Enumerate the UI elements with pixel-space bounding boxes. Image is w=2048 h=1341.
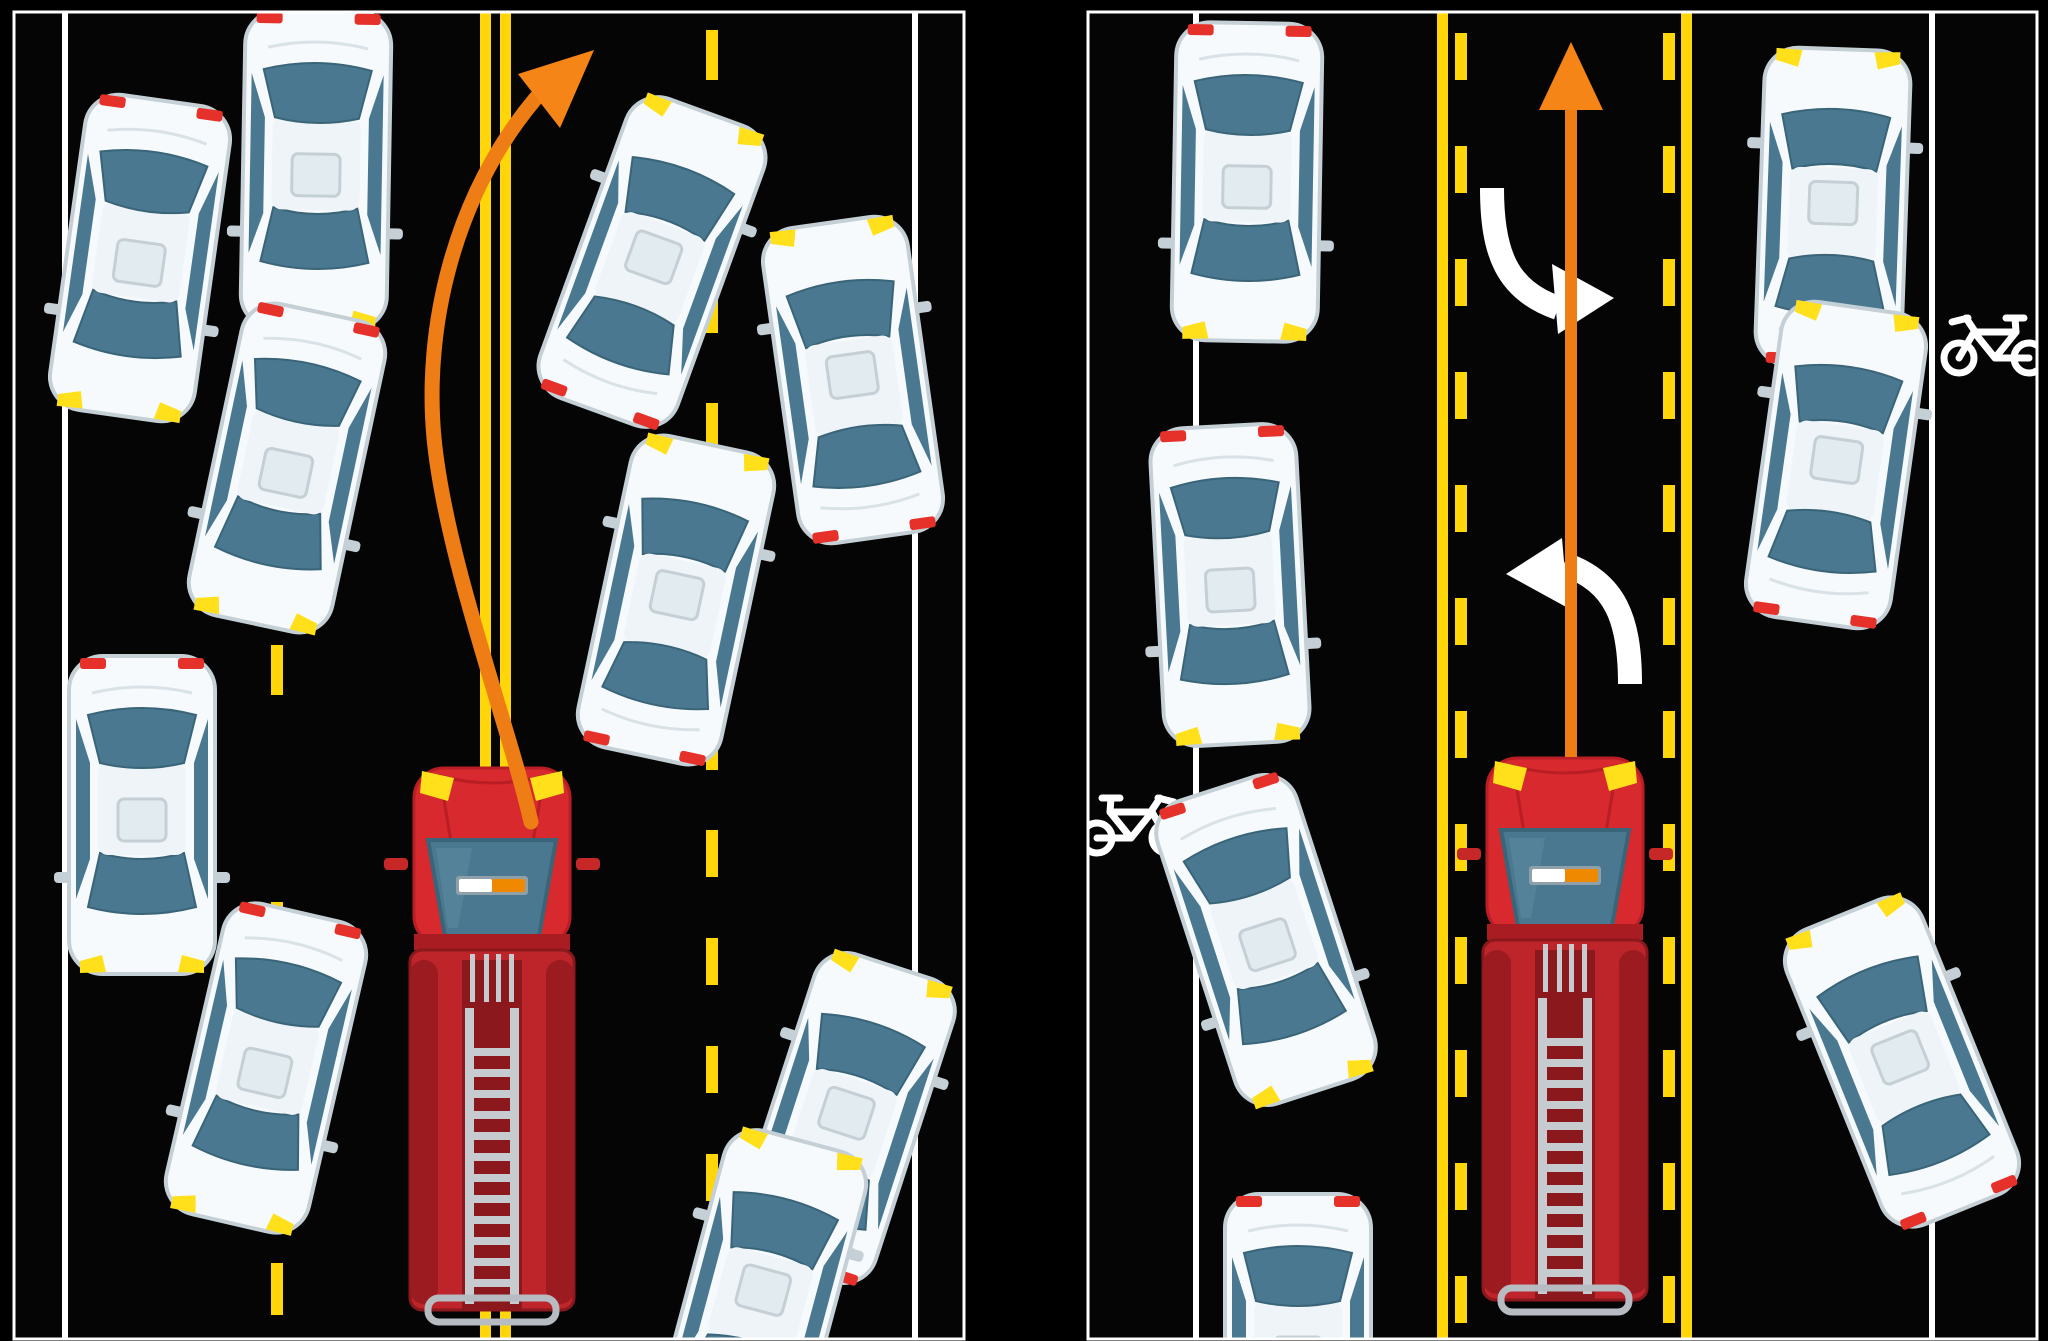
arrow-head xyxy=(1539,42,1603,110)
yellow-dash xyxy=(1455,711,1467,758)
car-icon xyxy=(52,654,232,976)
yellow-dash xyxy=(1455,259,1467,306)
arrow-shaft xyxy=(1565,104,1577,757)
yellow-dash xyxy=(1455,33,1467,80)
dashed-yellow-line xyxy=(1663,33,1675,1323)
white-edge-line xyxy=(912,12,918,1339)
travel-path-arrow xyxy=(1539,42,1603,757)
turn-arrow-stem xyxy=(1480,187,1563,320)
yellow-dash xyxy=(1663,711,1675,758)
road-clear-center-lane xyxy=(1088,12,2037,1339)
car-icon xyxy=(1208,1192,1388,1339)
panel-border xyxy=(1086,10,2039,1341)
yellow-dash xyxy=(1663,33,1675,80)
yellow-dash xyxy=(1663,372,1675,419)
car-icon xyxy=(1154,19,1340,345)
yellow-dash xyxy=(271,1263,283,1315)
yellow-dash xyxy=(706,938,718,985)
panel-border xyxy=(12,10,966,1341)
road-blocked-traffic xyxy=(14,12,964,1339)
yellow-dash xyxy=(1663,598,1675,645)
yellow-dash xyxy=(1663,1163,1675,1210)
yellow-dash xyxy=(1663,146,1675,193)
yellow-dash xyxy=(706,1046,718,1093)
yellow-dash xyxy=(1663,824,1675,871)
car-icon xyxy=(223,12,409,333)
yellow-dash xyxy=(1455,824,1467,871)
fire-truck-icon xyxy=(384,768,600,1322)
solid-yellow-line xyxy=(1681,12,1692,1339)
turn-arrow-head xyxy=(1506,538,1568,608)
turn-arrow-stem xyxy=(1559,552,1642,685)
solid-yellow-line xyxy=(1437,12,1448,1339)
yellow-dash xyxy=(1455,1163,1467,1210)
yellow-dash xyxy=(1663,485,1675,532)
yellow-dash xyxy=(1455,372,1467,419)
yellow-dash xyxy=(706,830,718,877)
white-edge-line xyxy=(1929,12,1935,1339)
yellow-dash xyxy=(1663,259,1675,306)
yellow-dash xyxy=(271,645,283,695)
solid-yellow-line xyxy=(500,12,511,1339)
arrow-head xyxy=(518,50,594,128)
travel-path-arrow xyxy=(424,50,594,830)
turn-arrow-marking xyxy=(1506,538,1642,685)
yellow-dash xyxy=(706,403,718,455)
yellow-dash xyxy=(1455,146,1467,193)
yellow-dash xyxy=(1455,485,1467,532)
white-edge-line xyxy=(62,12,68,1339)
fire-truck-icon xyxy=(1457,758,1673,1312)
yellow-dash xyxy=(1455,937,1467,984)
yellow-dash xyxy=(1663,1050,1675,1097)
yellow-dash xyxy=(1663,1276,1675,1323)
yellow-dash xyxy=(706,30,718,80)
yellow-dash xyxy=(1663,937,1675,984)
dashed-yellow-line xyxy=(1455,33,1467,1323)
arrow-shaft xyxy=(424,90,544,830)
yellow-dash xyxy=(1455,1050,1467,1097)
yellow-dash xyxy=(1455,598,1467,645)
car-icon xyxy=(1134,422,1326,749)
yellow-dash xyxy=(1455,1276,1467,1323)
